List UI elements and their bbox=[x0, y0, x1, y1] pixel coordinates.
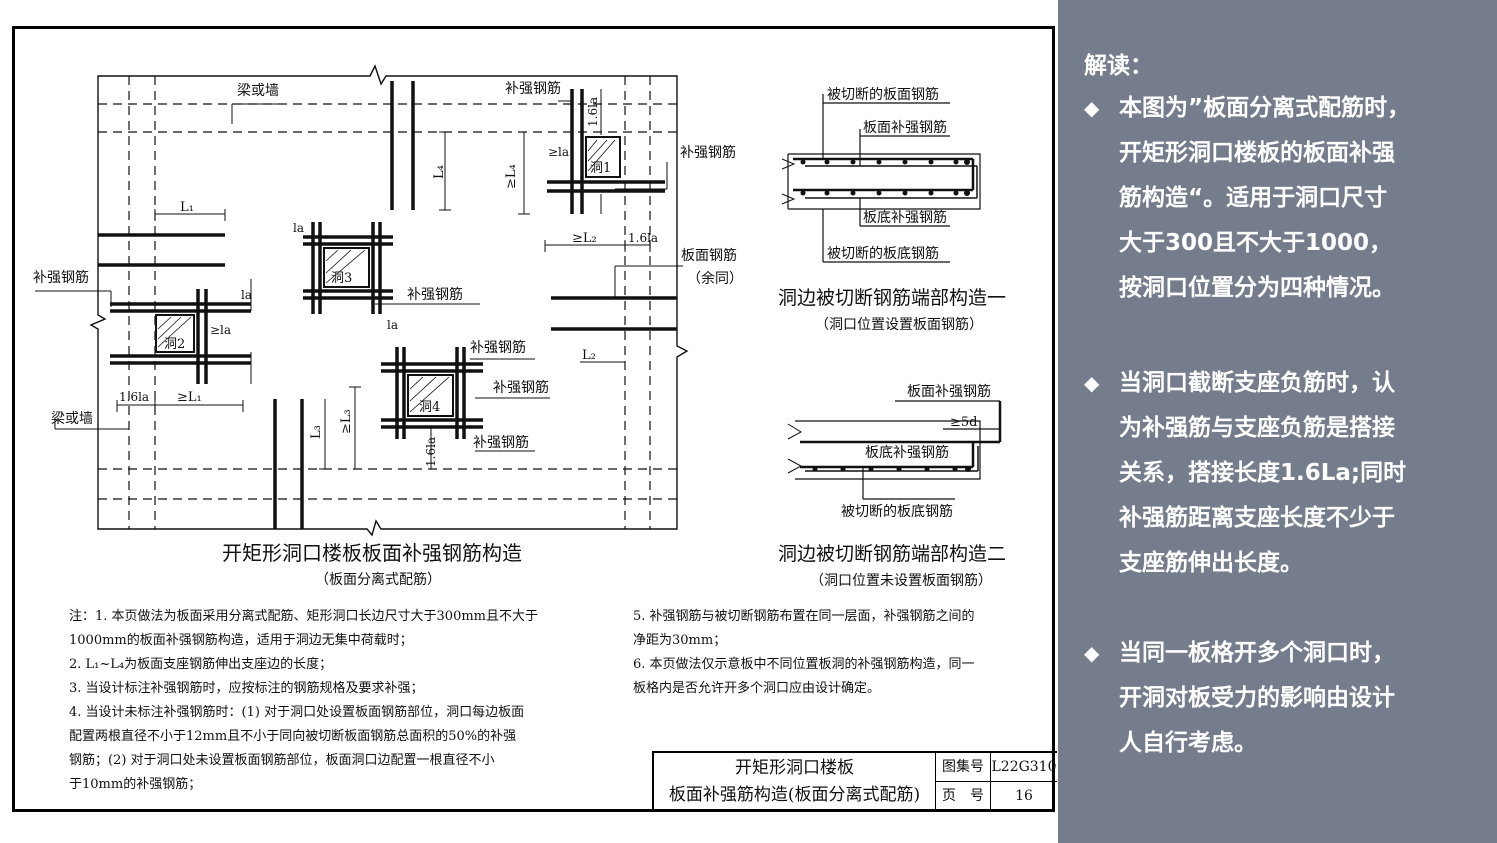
bullet-line: 关系，搭接长度1.6La;同时 bbox=[1119, 460, 1407, 486]
dim-16la-left: 1.6la bbox=[119, 390, 149, 404]
label-hole-2: 洞2 bbox=[164, 337, 185, 352]
atlas-label: 图集号 bbox=[936, 753, 991, 782]
dim-16la-hole1: 1.6la bbox=[586, 97, 600, 127]
dim-16la-hole4: 1.6la bbox=[424, 437, 438, 467]
note-line: 1000mm的板面补强钢筋构造，适用于洞边无集中荷载时； bbox=[69, 633, 413, 648]
panel-heading: 解读： bbox=[1084, 53, 1153, 79]
bullet-line: 筋构造“。适用于洞口尺寸 bbox=[1119, 185, 1388, 211]
bullet-line: 本图为”板面分离式配筋时， bbox=[1119, 95, 1411, 121]
title-block: 开矩形洞口楼板 板面补强筋构造(板面分离式配筋) 图集号 L22G310 页 号… bbox=[652, 751, 1057, 811]
bullet-line: 按洞口位置分为四种情况。 bbox=[1119, 275, 1395, 301]
label-reinf-top: 补强钢筋 bbox=[505, 80, 561, 97]
label-beam-wall-top: 梁或墙 bbox=[237, 83, 279, 99]
detail1-label-cut-bottom: 被切断的板底钢筋 bbox=[827, 245, 939, 262]
bullet-line: 当洞口截断支座负筋时，认 bbox=[1119, 370, 1395, 396]
bullet-line: 补强筋距离支座长度不少于 bbox=[1119, 505, 1395, 531]
drawing-sheet: 梁或墙 梁或墙 补强钢筋 补强钢筋 补强钢筋 补强钢筋 补强钢筋 补强钢筋 补强… bbox=[12, 26, 1057, 812]
diamond-icon: ◆ bbox=[1084, 641, 1100, 665]
dim-L2-top: ≥L₂ bbox=[572, 231, 597, 246]
detail1-label-cut-top: 被切断的板面钢筋 bbox=[827, 86, 939, 103]
label-reinf-left: 补强钢筋 bbox=[33, 269, 89, 286]
detail1-subtitle: （洞口位置设置板面钢筋） bbox=[815, 316, 983, 333]
dim-L1-bottom: ≥L₁ bbox=[177, 390, 202, 405]
detail-2-drawing bbox=[787, 400, 1002, 500]
dim-gela-hole2: ≥la bbox=[210, 323, 231, 337]
bullet-line: 大于300且不大于1000， bbox=[1119, 230, 1393, 256]
bullet-line: 支座筋伸出长度。 bbox=[1119, 550, 1303, 576]
bullet-line: 人自行考虑。 bbox=[1119, 730, 1257, 756]
dim-L3: L₃ bbox=[309, 425, 324, 439]
note-line: 6. 本页做法仅示意板中不同位置板洞的补强钢筋构造，同一 bbox=[633, 657, 975, 672]
label-reinf-h4a: 补强钢筋 bbox=[470, 339, 526, 356]
label-reinf-h4c: 补强钢筋 bbox=[473, 434, 529, 451]
detail1-title: 洞边被切断钢筋端部构造一 bbox=[778, 287, 1006, 309]
hole-hatch bbox=[157, 139, 616, 413]
label-beam-wall-left: 梁或墙 bbox=[51, 411, 93, 427]
bullet-line: 当同一板格开多个洞口时， bbox=[1119, 640, 1395, 666]
detail1-label-top-reinf: 板面补强钢筋 bbox=[863, 119, 947, 136]
diamond-icon: ◆ bbox=[1084, 371, 1100, 395]
diamond-icon: ◆ bbox=[1084, 96, 1100, 120]
detail2-label-bottom-reinf: 板底补强钢筋 bbox=[865, 444, 949, 461]
dim-L4-ge: ≥L₄ bbox=[504, 164, 519, 189]
notes-left: 注：1. 本页做法为板面采用分离式配筋、矩形洞口长边尺寸大于300mm且不大于 … bbox=[69, 605, 538, 797]
detail-2-dots bbox=[812, 466, 971, 472]
explanation-panel: 解读： ◆ 本图为”板面分离式配筋时， 开矩形洞口楼板的板面补强 筋构造“。适用… bbox=[1058, 0, 1497, 843]
note-line: 板格内是否允许开多个洞口应由设计确定。 bbox=[633, 681, 881, 696]
dim-L1-top: L₁ bbox=[180, 200, 194, 215]
dimension-lines bbox=[116, 89, 651, 470]
reinforcement-bars bbox=[98, 81, 677, 529]
dim-L3-ge: ≥L₃ bbox=[339, 409, 354, 434]
dim-L4: L₄ bbox=[432, 165, 447, 179]
main-subtitle: （板面分离式配筋） bbox=[315, 571, 441, 588]
title-block-line2: 板面补强筋构造(板面分离式配筋) bbox=[668, 785, 921, 805]
title-block-line1: 开矩形洞口楼板 bbox=[735, 758, 854, 778]
note-line: 注：1. 本页做法为板面采用分离式配筋、矩形洞口长边尺寸大于300mm且不大于 bbox=[69, 609, 539, 624]
main-title: 开矩形洞口楼板板面补强钢筋构造 bbox=[222, 541, 522, 565]
detail2-label-cut-bottom: 被切断的板底钢筋 bbox=[841, 503, 953, 520]
label-reinf-mid: 补强钢筋 bbox=[407, 286, 463, 303]
leader-lines bbox=[35, 100, 683, 452]
dim-16la-right: 1.6la bbox=[628, 231, 658, 245]
note-line: 5. 补强钢筋与被切断钢筋布置在同一层面，补强钢筋之间的 bbox=[633, 609, 975, 624]
slab-outline bbox=[89, 64, 689, 537]
page-label: 页 号 bbox=[936, 782, 991, 811]
dim-L2-right: L₂ bbox=[582, 348, 596, 363]
note-line: 4. 当设计未标注补强钢筋时：(1) 对于洞口处设置板面钢筋部位，洞口每边板面 bbox=[69, 705, 525, 720]
label-reinf-right: 补强钢筋 bbox=[680, 144, 736, 161]
rebar-diagram: 梁或墙 梁或墙 补强钢筋 补强钢筋 补强钢筋 补强钢筋 补强钢筋 补强钢筋 补强… bbox=[33, 64, 1006, 589]
label-hole-3: 洞3 bbox=[331, 271, 352, 286]
note-line: 钢筋；(2) 对于洞口处未设置板面钢筋部位，板面洞口边配置一根直径不小 bbox=[69, 753, 495, 768]
atlas-value: L22G310 bbox=[991, 753, 1057, 782]
label-hole-4: 洞4 bbox=[419, 400, 440, 415]
page-value: 16 bbox=[1015, 788, 1033, 804]
detail2-label-5d: ≥5d bbox=[950, 415, 978, 430]
detail2-title: 洞边被切断钢筋端部构造二 bbox=[778, 543, 1006, 565]
label-hole-1: 洞1 bbox=[590, 161, 611, 176]
dim-la-hole3: la bbox=[293, 221, 304, 235]
detail2-label-top-reinf: 板面补强钢筋 bbox=[907, 383, 991, 400]
dim-la-hole4: la bbox=[387, 318, 398, 332]
label-reinf-h4b: 补强钢筋 bbox=[493, 379, 549, 396]
detail2-subtitle: （洞口位置未设置板面钢筋） bbox=[810, 572, 992, 589]
bullet-line: 开矩形洞口楼板的板面补强 bbox=[1119, 140, 1395, 166]
bullet-line: 为补强筋与支座负筋是搭接 bbox=[1119, 415, 1395, 441]
label-plate-rebar-note: （余同） bbox=[687, 270, 743, 287]
notes-right: 5. 补强钢筋与被切断钢筋布置在同一层面，补强钢筋之间的 净距为30mm； 6.… bbox=[633, 605, 975, 701]
detail-1-dots bbox=[800, 159, 970, 196]
note-line: 净距为30mm； bbox=[633, 633, 727, 648]
note-line: 3. 当设计标注补强钢筋时，应按标注的钢筋规格及要求补强； bbox=[69, 681, 424, 696]
bullet-line: 开洞对板受力的影响由设计 bbox=[1119, 685, 1395, 711]
dim-la-hole2: la bbox=[241, 288, 252, 302]
detail1-label-bottom-reinf: 板底补强钢筋 bbox=[863, 209, 947, 226]
note-line: 配置两根直径不小于12mm且不小于同向被切断板面钢筋总面积的50%的补强 bbox=[69, 729, 517, 744]
dim-gela-hole1: ≥la bbox=[548, 145, 569, 159]
note-line: 于10mm的补强钢筋； bbox=[69, 777, 202, 792]
note-line: 2. L₁~L₄为板面支座钢筋伸出支座边的长度； bbox=[69, 657, 333, 672]
title-block-title: 开矩形洞口楼板 板面补强筋构造(板面分离式配筋) bbox=[654, 753, 936, 811]
holes bbox=[155, 136, 621, 417]
label-plate-rebar: 板面钢筋 bbox=[681, 247, 737, 264]
detail-1-drawing bbox=[781, 94, 981, 263]
